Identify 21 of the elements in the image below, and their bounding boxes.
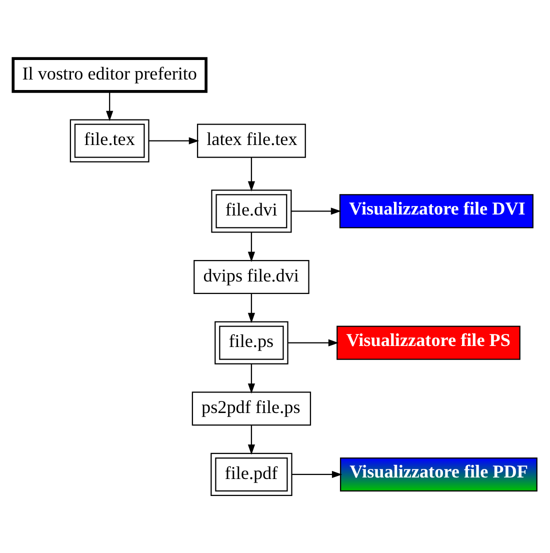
node-box: latex file.tex <box>196 123 306 158</box>
node-box: file.pdf <box>210 452 292 496</box>
node-box: Il vostro editor preferito <box>12 56 208 92</box>
arrow <box>248 232 256 262</box>
arrow <box>248 364 256 394</box>
node-box: Visualizzatore file PS <box>336 325 520 360</box>
node-box: Visualizzatore file DVI <box>339 194 534 228</box>
arrow <box>248 293 256 323</box>
node-box: file.tex <box>70 118 150 162</box>
arrow <box>248 424 256 454</box>
node-box: file.dvi <box>211 189 292 232</box>
node-box: file.ps <box>214 320 288 364</box>
arrow <box>148 136 200 144</box>
arrow <box>292 470 342 478</box>
node-box: ps2pdf file.ps <box>192 391 312 426</box>
node-box: dvips file.dvi <box>194 259 310 294</box>
arrow <box>288 338 339 346</box>
arrow <box>248 156 256 191</box>
arrow <box>106 91 114 121</box>
arrow <box>291 207 342 214</box>
node-box: Visualizzatore file PDF <box>340 456 538 491</box>
